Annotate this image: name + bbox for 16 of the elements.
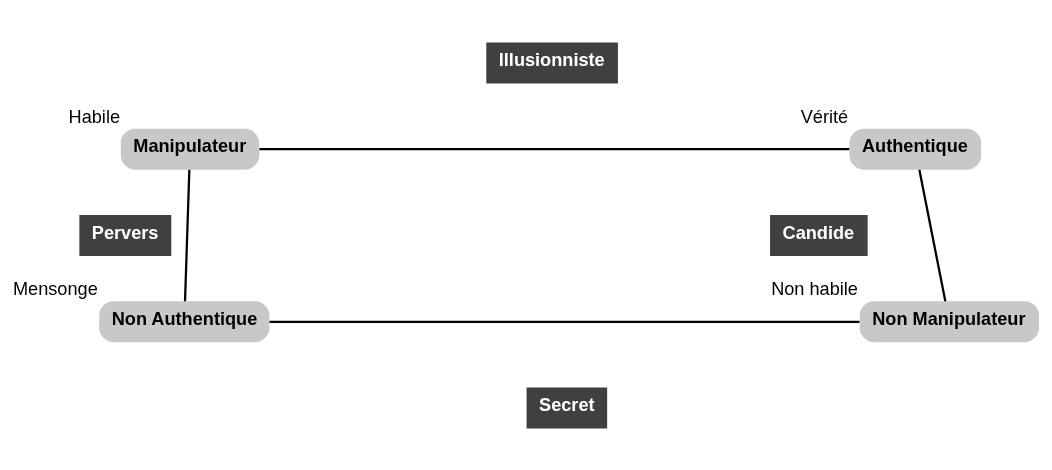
- node-box: Secret: [526, 387, 608, 428]
- connector: [259, 147, 850, 150]
- node-label: Vérité: [800, 106, 849, 127]
- node-box: Manipulateur: [120, 128, 260, 170]
- node-box: Candide: [770, 214, 868, 256]
- node-label: Habile: [68, 106, 121, 127]
- node-box: Non Manipulateur: [859, 300, 1040, 342]
- node-label: Mensonge: [12, 278, 98, 299]
- node-box: Authentique: [849, 128, 982, 170]
- node-box: Illusionniste: [486, 42, 618, 83]
- node-box: Non Authentique: [99, 300, 270, 342]
- connector: [269, 320, 860, 323]
- node-box: Pervers: [79, 214, 172, 256]
- connector: [183, 169, 191, 301]
- connector: [918, 169, 947, 302]
- node-label: Non habile: [771, 278, 858, 299]
